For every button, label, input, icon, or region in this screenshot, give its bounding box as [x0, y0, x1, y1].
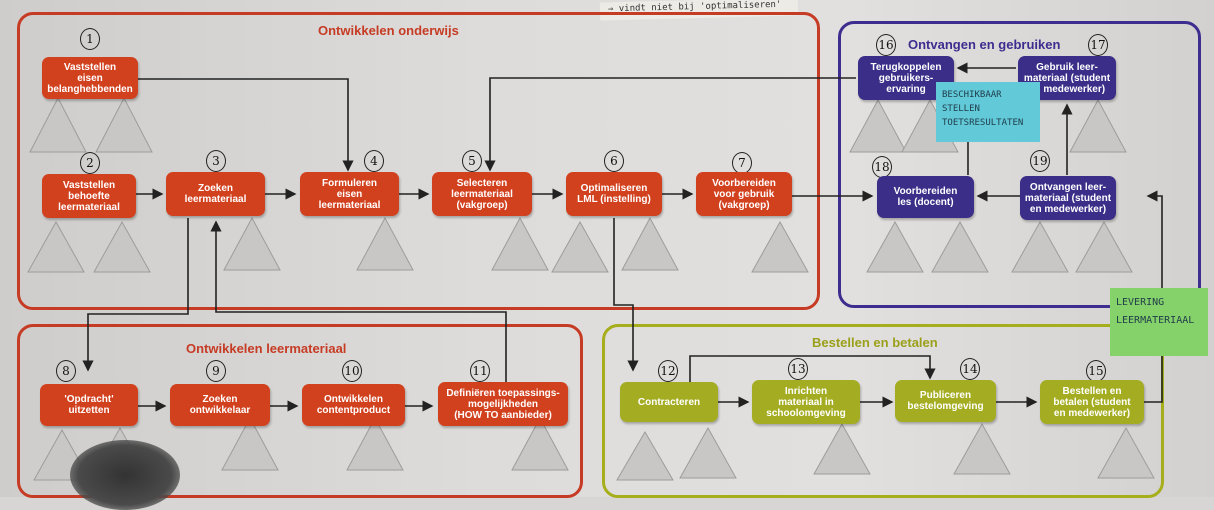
step-12-box: Contracteren [620, 382, 718, 422]
sticky-note-toetsresultaten: BESCHIKBAAR STELLEN TOETSRESULTATEN [936, 82, 1040, 142]
deliverable-triangles [27, 96, 1155, 481]
step-number-14: 14 [960, 358, 980, 380]
step-number-15: 15 [1086, 360, 1106, 382]
step-number-6: 6 [604, 150, 624, 172]
step-number-3: 3 [206, 150, 226, 172]
step-number-2: 2 [80, 152, 100, 174]
step-number-10: 10 [342, 360, 362, 382]
step-number-19: 19 [1030, 150, 1050, 172]
step-number-5: 5 [462, 150, 482, 172]
step-number-9: 9 [206, 360, 226, 382]
section-title-ontwikkelen-onderwijs: Ontwikkelen onderwijs [318, 23, 459, 38]
step-number-1: 1 [80, 28, 100, 50]
step-number-8: 8 [56, 360, 76, 382]
step-8-box: 'Opdracht'uitzetten [40, 384, 138, 426]
step-number-16: 16 [876, 34, 896, 56]
step-number-18: 18 [872, 156, 892, 178]
step-number-17: 17 [1088, 34, 1108, 56]
section-ontwikkelen-onderwijs [17, 12, 820, 310]
step-number-4: 4 [364, 150, 384, 172]
step-number-12: 12 [658, 360, 678, 382]
section-title-bestellen-betalen: Bestellen en betalen [812, 335, 938, 350]
step-11-box: Definiëren toepassings-mogelijkheden(HOW… [438, 382, 568, 426]
shadow-blob [70, 440, 180, 510]
section-title-ontwikkelen-leermateriaal: Ontwikkelen leermateriaal [186, 341, 347, 356]
section-title-ontvangen-gebruiken: Ontvangen en gebruiken [908, 37, 1061, 52]
step-number-11: 11 [470, 360, 490, 382]
sticky-note-levering: LEVERING LEERMATERIAAL [1110, 288, 1208, 356]
section-ontvangen-gebruiken [838, 21, 1201, 308]
step-number-13: 13 [788, 358, 808, 380]
step-number-7: 7 [732, 152, 752, 174]
